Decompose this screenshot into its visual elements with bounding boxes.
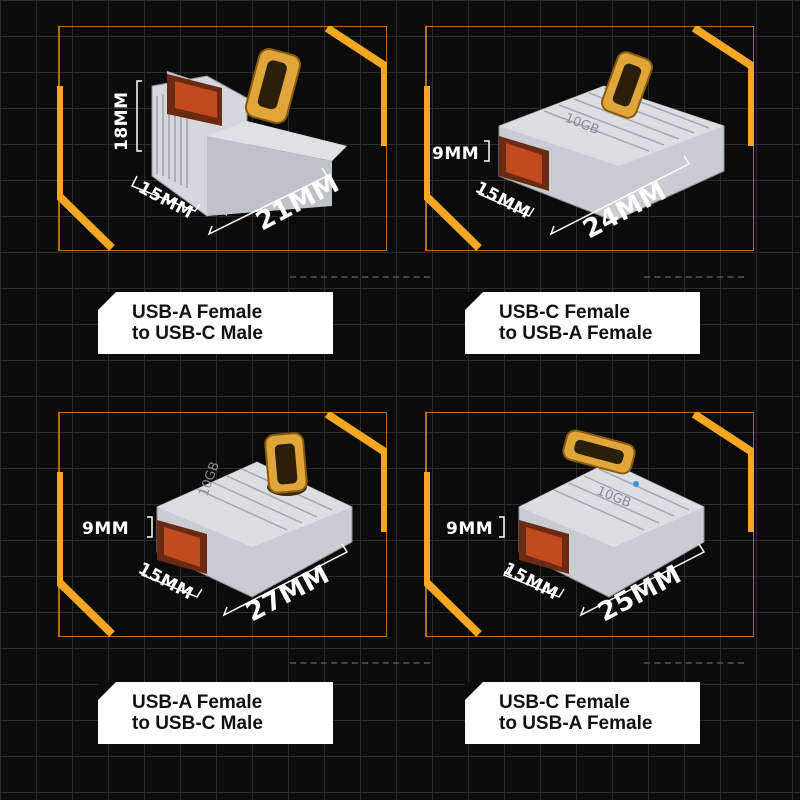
label-line-1: USB-A Female <box>132 692 263 713</box>
label-line-2: to USB-C Male <box>132 713 263 734</box>
label-line-1: USB-A Female <box>132 302 263 323</box>
adapter-illustration: 18MM 15MM 21MM <box>112 48 347 237</box>
divider <box>290 276 430 278</box>
label-card-2: USB-C Female to USB-A Female <box>465 292 700 354</box>
product-panel-1: 18MM 15MM 21MM <box>57 26 387 251</box>
divider <box>644 662 744 664</box>
dim-height: 9MM <box>432 144 479 164</box>
card-corner <box>465 682 483 700</box>
divider <box>290 662 430 664</box>
product-panel-2: 10GB 9MM 15MM 24MM <box>424 26 754 251</box>
dim-height: 9MM <box>446 519 493 539</box>
divider <box>644 276 744 278</box>
panel-frame <box>424 26 754 251</box>
dim-height: 9MM <box>82 519 129 539</box>
label-line-1: USB-C Female <box>499 692 630 713</box>
label-line-1: USB-C Female <box>499 302 630 323</box>
dim-height: 18MM <box>112 92 132 152</box>
panel-frame <box>424 412 754 637</box>
label-card-1: USB-A Female to USB-C Male <box>98 292 333 354</box>
label-line-2: to USB-A Female <box>499 323 653 344</box>
label-card-3: USB-A Female to USB-C Male <box>98 682 333 744</box>
product-panel-4: 10GB 9MM 15MM 25MM <box>424 412 754 637</box>
card-corner <box>98 292 116 310</box>
adapter-illustration: 10GB 9MM 15MM 24MM <box>432 51 725 245</box>
label-line-2: to USB-A Female <box>499 713 653 734</box>
adapter-illustration: 10GB 9MM 15MM 25MM <box>446 429 706 628</box>
card-corner <box>465 292 483 310</box>
adapter-illustration: 10GB 9MM 15MM 27MM <box>82 432 353 628</box>
card-corner <box>98 682 116 700</box>
product-panel-3: 10GB 9MM 15MM 27MM <box>57 412 387 637</box>
label-line-2: to USB-C Male <box>132 323 263 344</box>
panel-frame <box>57 412 387 637</box>
panel-frame <box>57 26 387 251</box>
label-card-4: USB-C Female to USB-A Female <box>465 682 700 744</box>
